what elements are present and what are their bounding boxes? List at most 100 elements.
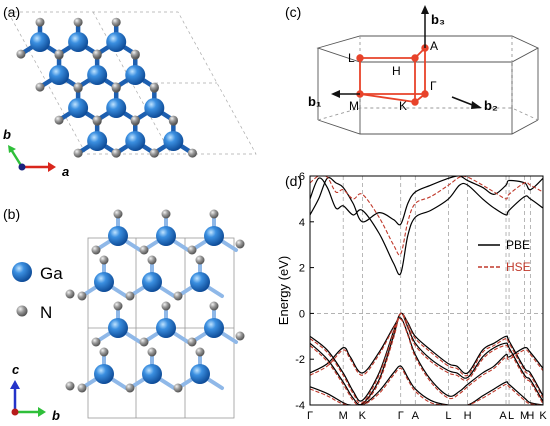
bz-point-M: M: [349, 99, 359, 113]
n-atom: [187, 245, 197, 255]
n-atom: [35, 17, 45, 27]
plot-frame: [309, 175, 544, 406]
n-atom: [173, 383, 183, 393]
a-axis-arrowhead: [48, 162, 56, 172]
ga-atom: [125, 65, 146, 85]
reciprocal-vectors: b₃ b₁ b₂: [308, 5, 498, 113]
n-atom: [92, 49, 102, 59]
bz-point-labels: L A H M K Γ: [348, 39, 438, 113]
k-tick-label: K: [359, 410, 367, 422]
ga-atom: [190, 364, 210, 384]
b-axis-arrowhead-side: [38, 407, 46, 417]
n-atom: [235, 239, 245, 249]
pbe-band: [310, 312, 543, 402]
y-tick-label: -2: [295, 354, 305, 366]
b3-label: b₃: [431, 12, 445, 27]
y-tick-label: 6: [299, 171, 305, 183]
n-atom: [99, 347, 109, 357]
k-tick-label: M: [520, 410, 529, 422]
n-atom: [149, 148, 159, 158]
n-atom: [111, 82, 121, 92]
b1-label: b₁: [308, 94, 321, 109]
panel-b: (b) Ga N b c: [3, 206, 245, 423]
ga-atom: [94, 272, 114, 292]
y-tick-label: 4: [299, 217, 305, 229]
legend-n: N: [16, 303, 52, 322]
pbe-band: [310, 312, 543, 405]
panel-d-label: (d): [285, 173, 302, 189]
n-atom: [91, 245, 101, 255]
ga-atom: [68, 98, 89, 118]
bz-point-L: L: [348, 51, 355, 65]
n-atom: [73, 148, 83, 158]
y-tick-label: 0: [299, 308, 305, 320]
c-axis-label: c: [12, 362, 20, 377]
atoms: [16, 17, 197, 158]
n-atom: [54, 115, 64, 125]
n-atom: [235, 331, 245, 341]
legend-ga: Ga: [12, 262, 63, 283]
n-atom: [209, 301, 219, 311]
ga-atom: [106, 32, 127, 52]
n-atom: [139, 245, 149, 255]
axes-triad-a: a b: [3, 127, 69, 179]
a-axis-label: a: [62, 164, 69, 179]
n-atom: [113, 209, 123, 219]
ga-atom: [68, 32, 89, 52]
legend-ga-sphere: [12, 262, 32, 282]
n-atom: [35, 82, 45, 92]
ga-atom: [108, 318, 128, 338]
axis-origin-side: [11, 408, 19, 416]
k-tick-label: A: [412, 410, 420, 422]
y-axis-label: Energy (eV): [276, 256, 291, 325]
ga-atom: [204, 226, 224, 246]
n-atom: [195, 347, 205, 357]
legend-ga-label: Ga: [40, 264, 63, 283]
n-atom: [16, 49, 26, 59]
bz-point-H: H: [392, 64, 401, 78]
legend-label: HSE: [506, 260, 531, 274]
n-atom: [99, 255, 109, 265]
legend-label: PBE: [506, 238, 530, 252]
side-atoms: [65, 209, 245, 393]
band-legend: PBE HSE: [478, 238, 531, 274]
n-atom: [65, 381, 75, 391]
ga-atom: [142, 272, 162, 292]
ga-atom: [156, 226, 176, 246]
n-atom: [187, 337, 197, 347]
n-atom: [111, 17, 121, 27]
ga-atom: [49, 65, 70, 85]
n-atom: [73, 82, 83, 92]
ga-atom: [125, 131, 146, 151]
n-atom: [168, 115, 178, 125]
n-atom: [147, 255, 157, 265]
hse-band: [310, 312, 543, 404]
n-atom: [130, 115, 140, 125]
n-atom: [125, 383, 135, 393]
k-tick-label: H: [526, 410, 534, 422]
bands: [310, 176, 543, 405]
ga-atom: [142, 364, 162, 384]
n-atom: [149, 82, 159, 92]
bz-point-A: A: [430, 39, 438, 53]
pbe-band: [310, 365, 543, 405]
ga-atom: [87, 65, 108, 85]
y-tick-label: -4: [295, 400, 305, 412]
side-view-structure: [65, 209, 245, 393]
n-atom: [77, 383, 87, 393]
y-tick-label: 2: [299, 263, 305, 275]
b-axis-label-side: b: [52, 408, 60, 423]
k-tick-label: L: [508, 410, 514, 422]
ga-atom: [190, 272, 210, 292]
ga-atom: [94, 364, 114, 384]
n-atom: [130, 49, 140, 59]
hse-band: [310, 367, 543, 405]
ga-atom: [106, 98, 127, 118]
b2-label: b₂: [484, 98, 498, 113]
panel-c-label: (c): [285, 4, 301, 20]
k-tick-label: A: [499, 410, 507, 422]
n-atom: [147, 347, 157, 357]
k-tick-label: M: [339, 410, 348, 422]
